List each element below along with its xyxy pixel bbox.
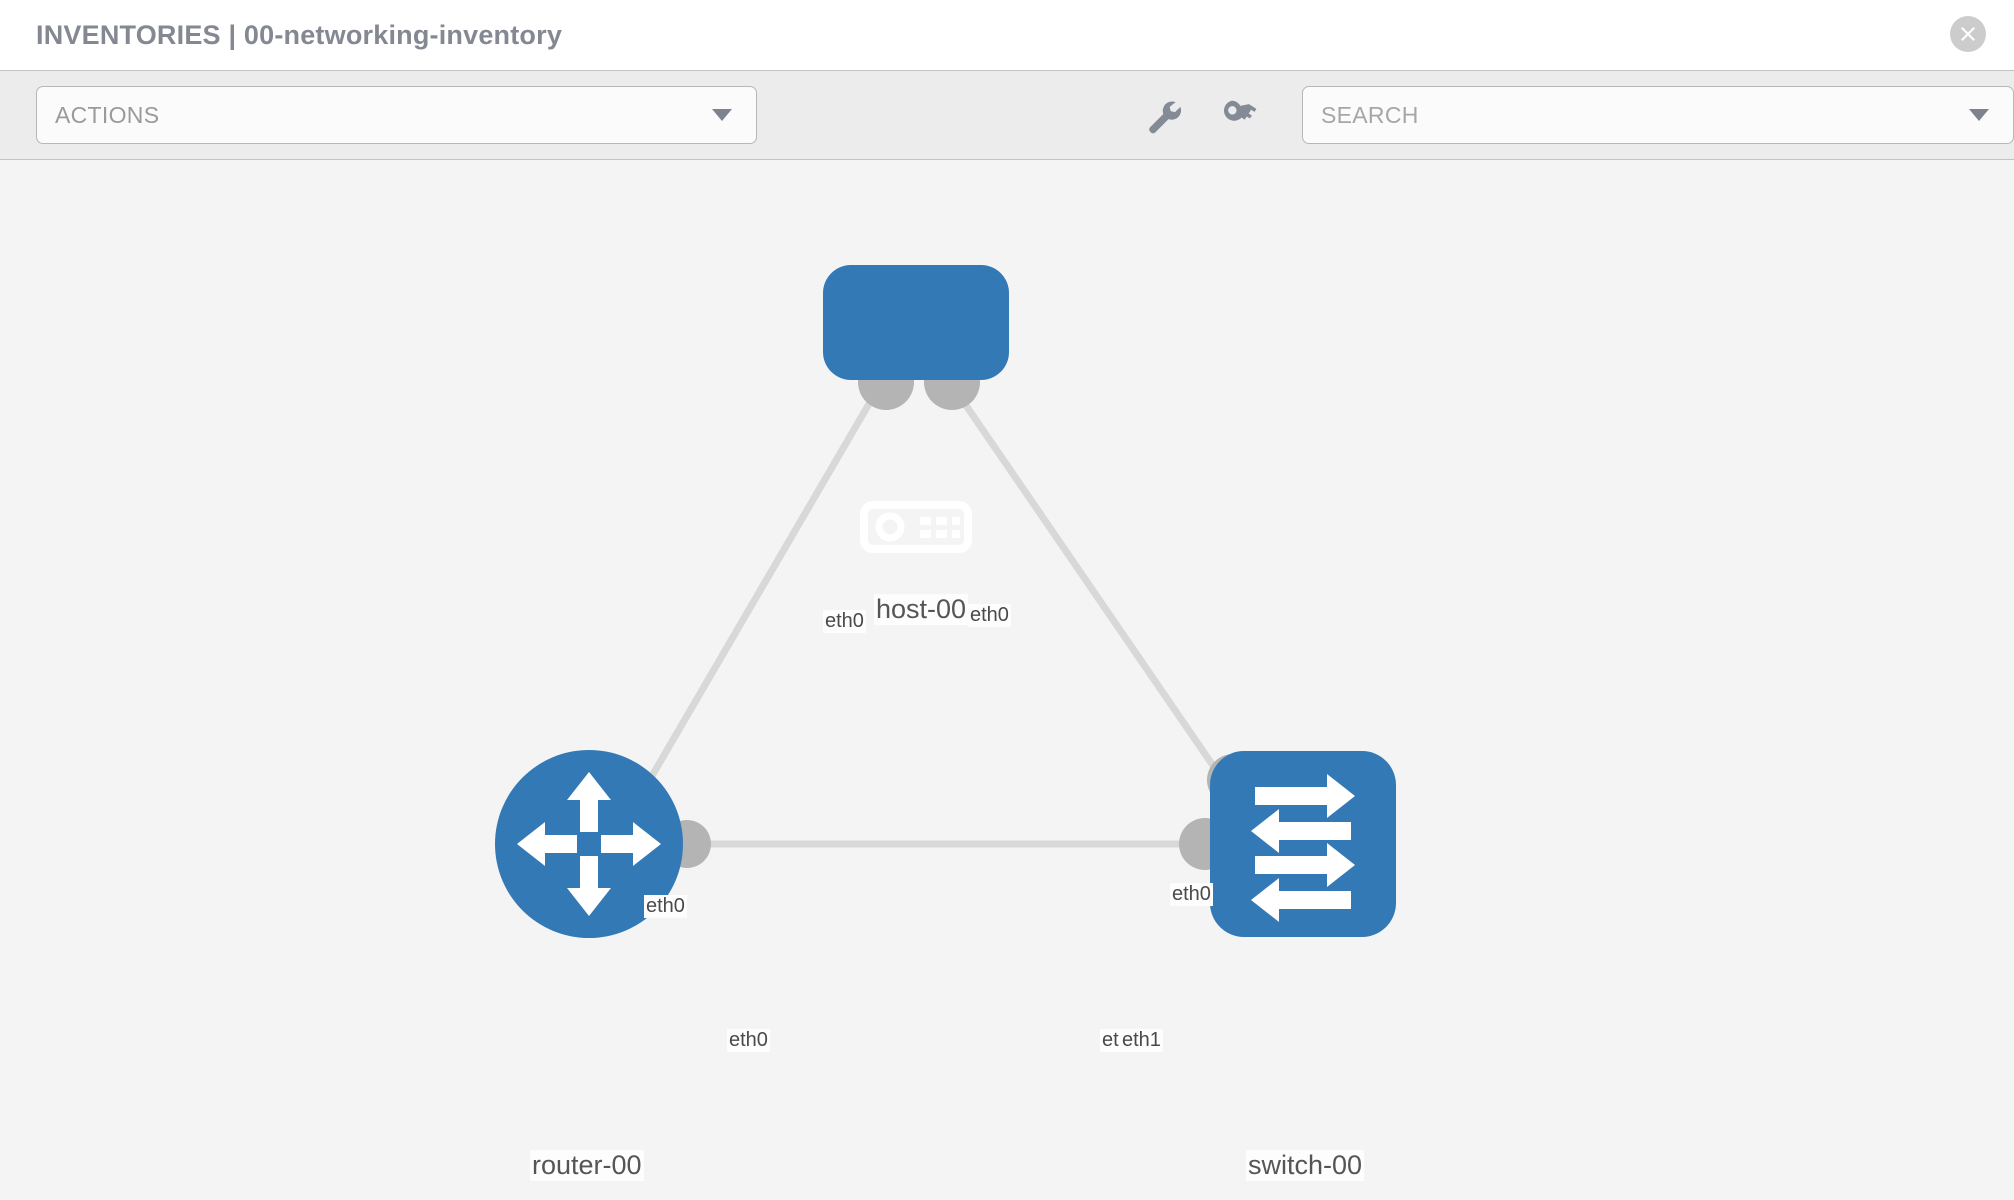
node-switch-00[interactable]: [1210, 751, 1396, 937]
node-label-host: host-00: [874, 594, 969, 625]
chevron-down-icon: [712, 109, 732, 121]
page-header: INVENTORIES | 00-networking-inventory: [0, 0, 2014, 70]
switch-arrows-icon: [1251, 774, 1355, 922]
actions-dropdown-label: ACTIONS: [55, 101, 160, 128]
link-host-switch: [949, 383, 1243, 807]
wrench-icon[interactable]: [1142, 95, 1182, 135]
key-icon[interactable]: [1220, 95, 1260, 135]
node-host-00[interactable]: [823, 265, 1009, 553]
page-title: INVENTORIES | 00-networking-inventory: [36, 19, 563, 50]
link-router-host: [631, 383, 884, 807]
topology-canvas[interactable]: host-00 router-00 switch-00 eth0 eth0 et…: [0, 160, 2014, 1200]
interface-label: eth0: [823, 610, 866, 633]
close-icon[interactable]: [1950, 16, 1986, 52]
chevron-down-icon[interactable]: [1969, 109, 1989, 121]
node-label-router: router-00: [530, 1150, 644, 1181]
node-label-switch: switch-00: [1246, 1150, 1365, 1181]
toolbar-icons: [1142, 95, 1260, 135]
server-icon: [860, 501, 972, 553]
router-arrows-icon: [517, 772, 661, 916]
search-input[interactable]: [1321, 101, 1981, 129]
search-field[interactable]: [1302, 86, 2014, 144]
interface-label: eth1: [1120, 1029, 1163, 1052]
interface-label: eth0: [968, 604, 1011, 627]
interface-label: eth0: [644, 895, 687, 918]
actions-dropdown[interactable]: ACTIONS: [36, 86, 757, 144]
interface-label: eth0: [1170, 883, 1213, 906]
toolbar: ACTIONS: [0, 70, 2014, 160]
topology-graph: [495, 265, 1396, 938]
interface-label: eth0: [727, 1029, 770, 1052]
node-router-00[interactable]: [495, 750, 683, 938]
